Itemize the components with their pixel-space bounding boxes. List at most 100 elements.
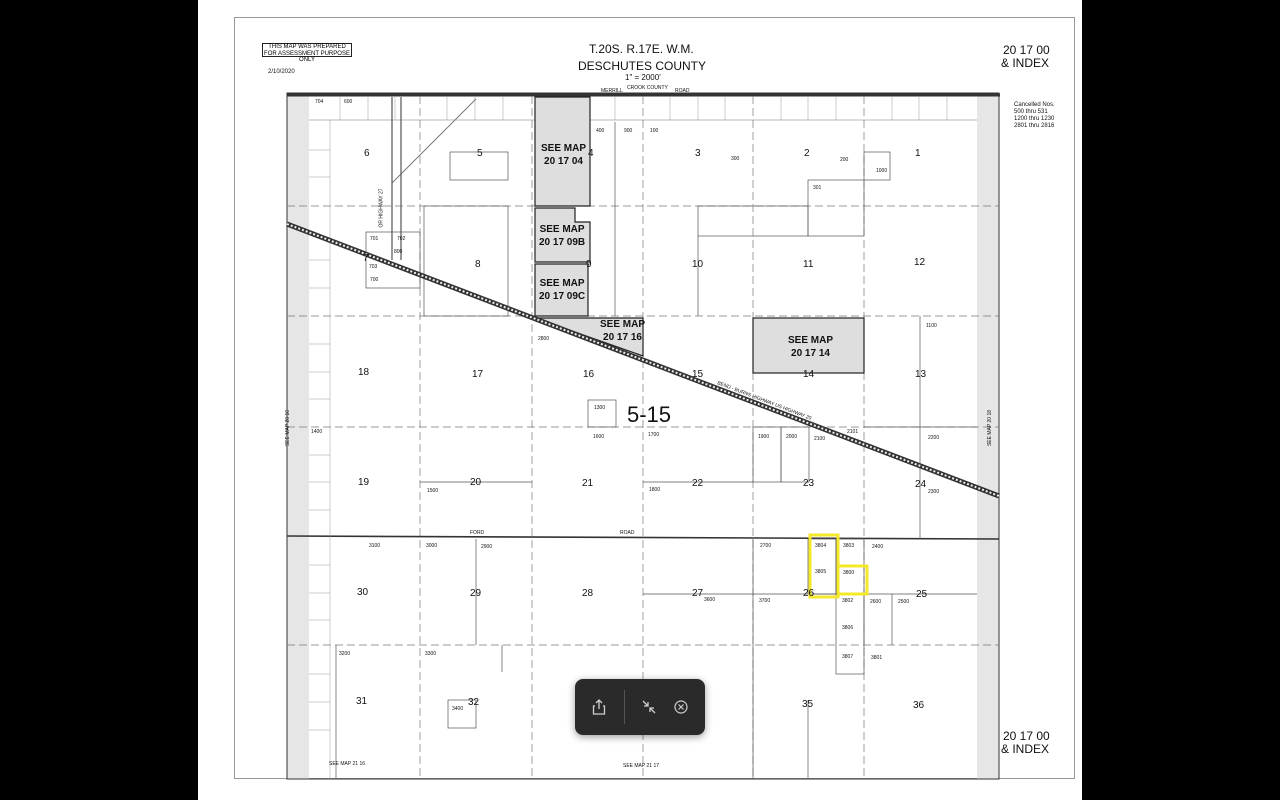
- tax-lot: 1100: [926, 323, 937, 329]
- tax-lot: 3400: [452, 706, 464, 712]
- road-label-highway-27: OR HIGHWAY 27: [378, 188, 385, 228]
- highlight-parcel-3800: [836, 564, 869, 596]
- tax-lot: 3804: [815, 543, 827, 549]
- tax-lot: 700: [370, 277, 379, 283]
- section-number: 10: [692, 259, 704, 270]
- tax-lot: 3806: [842, 625, 854, 631]
- tax-lot: 3805: [815, 569, 827, 575]
- tax-lot: 200: [840, 157, 849, 163]
- section-number: 30: [357, 587, 369, 598]
- viewer-toolbar: [575, 679, 705, 735]
- road-label-ford-road: ROAD: [620, 530, 635, 536]
- section-number: 9: [586, 259, 592, 270]
- section-number: 31: [356, 696, 368, 707]
- area-label: 5-15: [627, 402, 672, 427]
- tax-lot: 701: [370, 236, 379, 242]
- section-number: 22: [692, 478, 704, 489]
- index-top: & INDEX: [1001, 56, 1050, 70]
- section-number: 20: [470, 477, 482, 488]
- section-number: 13: [915, 369, 927, 380]
- map-number-bottom: 20 17 00: [1003, 729, 1050, 743]
- tax-lot: 3200: [339, 651, 351, 657]
- west-strip: [287, 93, 309, 779]
- section-number: 35: [802, 699, 814, 710]
- close-button[interactable]: [665, 691, 697, 723]
- tax-lot: 3802: [842, 598, 854, 604]
- section-number: 18: [358, 367, 370, 378]
- index-bottom: & INDEX: [1001, 742, 1050, 756]
- tax-lot: 3300: [425, 651, 437, 657]
- tax-lot: 400: [596, 128, 605, 134]
- section-number: 21: [582, 478, 594, 489]
- tax-lot: 1300: [594, 405, 606, 411]
- section-number: 32: [468, 697, 480, 708]
- section-number: 3: [695, 148, 701, 159]
- see-map-east: SEE MAP 20 18: [987, 409, 994, 447]
- section-number: 7: [363, 253, 369, 264]
- section-number: 29: [470, 588, 482, 599]
- section-number: 26: [803, 588, 815, 599]
- section-lines: [287, 96, 999, 779]
- tax-lot: 3700: [759, 598, 771, 604]
- ford-road: [286, 535, 1000, 540]
- tax-lot: 2400: [872, 544, 884, 550]
- share-icon: [592, 699, 606, 715]
- tax-lot: 3801: [871, 655, 883, 661]
- tax-lot: 703: [369, 264, 378, 270]
- see-map-panels: [534, 96, 865, 374]
- road-label-road: ROAD: [675, 88, 690, 94]
- county-title: DESCHUTES COUNTY: [578, 59, 707, 73]
- section-number: 6: [364, 148, 370, 159]
- township-title: T.20S. R.17E. W.M.: [589, 42, 694, 56]
- see-map-bottom-left: SEE MAP 21 16: [329, 761, 366, 767]
- tax-lot: 900: [624, 128, 633, 134]
- tax-lot: 2100: [814, 436, 826, 442]
- section-number: 17: [472, 369, 484, 380]
- diagonal-road: [391, 98, 477, 184]
- collapse-button[interactable]: [633, 691, 665, 723]
- section-number: 19: [358, 477, 370, 488]
- cancelled-line: 1200 thru 1230: [1014, 116, 1055, 122]
- section-number: 12: [914, 257, 926, 268]
- tax-lot: 702: [397, 236, 406, 242]
- share-button[interactable]: [583, 691, 615, 723]
- section-number: 15: [692, 369, 704, 380]
- section-number: 28: [582, 588, 594, 599]
- east-strip: [977, 93, 999, 779]
- section-number: 25: [916, 589, 928, 600]
- collapse-icon: [642, 700, 656, 714]
- tax-lot: 3100: [369, 543, 381, 549]
- tax-lot: 3000: [426, 543, 438, 549]
- tax-lot: 2900: [481, 544, 493, 550]
- tax-lot: 1500: [427, 488, 439, 494]
- tax-lot: 1400: [311, 429, 323, 435]
- map-scale: 1" = 2000': [625, 73, 661, 82]
- map-sheet: [198, 0, 1082, 800]
- tax-lot: 3803: [843, 543, 855, 549]
- section-number: 14: [803, 369, 815, 380]
- tax-lot: 3600: [704, 597, 716, 603]
- cancelled-title: Cancelled Nos.: [1014, 102, 1055, 108]
- section-number: 27: [692, 588, 704, 599]
- tax-lot: 2600: [870, 599, 882, 605]
- section-number: 16: [583, 369, 595, 380]
- tax-lot: 1700: [648, 432, 660, 438]
- section-number: 5: [477, 148, 483, 159]
- tax-lot: 800: [394, 249, 403, 255]
- tax-lot: 3807: [842, 654, 854, 660]
- section-number: 4: [588, 148, 594, 159]
- cancelled-line: 500 thru 531: [1014, 109, 1048, 115]
- close-icon: [674, 700, 688, 714]
- see-map-bottom-center: SEE MAP 21 17: [623, 763, 660, 769]
- tax-lot: 2700: [760, 543, 772, 549]
- see-map-west: SEE MAP 20 16: [285, 409, 292, 447]
- parcel-lines: [335, 122, 977, 779]
- tax-lot: 2800: [538, 336, 550, 342]
- tax-lot: 2200: [928, 435, 940, 441]
- highway-20-center: [286, 223, 1000, 497]
